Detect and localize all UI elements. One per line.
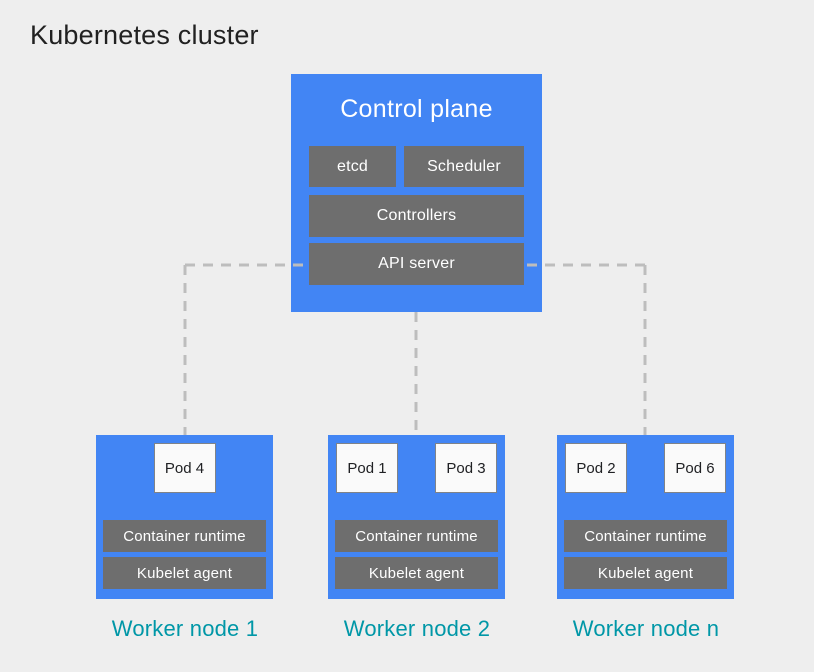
pod: Pod 3 — [435, 443, 497, 493]
pod: Pod 4 — [153, 443, 216, 493]
worker-node-n-pods: Pod 2 Pod 6 — [557, 443, 734, 493]
worker-node-2: Pod 1 Pod 3 Container runtime Kubelet ag… — [328, 435, 505, 599]
container-runtime: Container runtime — [103, 520, 266, 552]
component-etcd: etcd — [309, 146, 396, 187]
worker-node-1: Pod 4 Container runtime Kubelet agent — [96, 435, 273, 599]
kubelet-agent: Kubelet agent — [335, 557, 498, 589]
worker-node-1-pods: Pod 4 — [96, 443, 273, 493]
control-plane-node: Control plane etcd Scheduler Controllers… — [291, 74, 542, 312]
pod: Pod 6 — [664, 443, 726, 493]
worker-node-2-label: Worker node 2 — [343, 616, 491, 641]
control-plane-title: Control plane — [340, 95, 493, 123]
worker-node-1-label: Worker node 1 — [111, 616, 259, 641]
worker-node-2-pods: Pod 1 Pod 3 — [328, 443, 505, 493]
container-runtime: Container runtime — [335, 520, 498, 552]
worker-node-n: Pod 2 Pod 6 Container runtime Kubelet ag… — [557, 435, 734, 599]
worker-node-n-label: Worker node n — [572, 616, 720, 641]
kubelet-agent: Kubelet agent — [103, 557, 266, 589]
pod: Pod 2 — [565, 443, 627, 493]
component-scheduler: Scheduler — [404, 146, 524, 187]
diagram-title: Kubernetes cluster — [30, 20, 259, 50]
component-api-server: API server — [309, 243, 524, 285]
kubelet-agent: Kubelet agent — [564, 557, 727, 589]
container-runtime: Container runtime — [564, 520, 727, 552]
pod: Pod 1 — [336, 443, 398, 493]
component-controllers: Controllers — [309, 195, 524, 237]
